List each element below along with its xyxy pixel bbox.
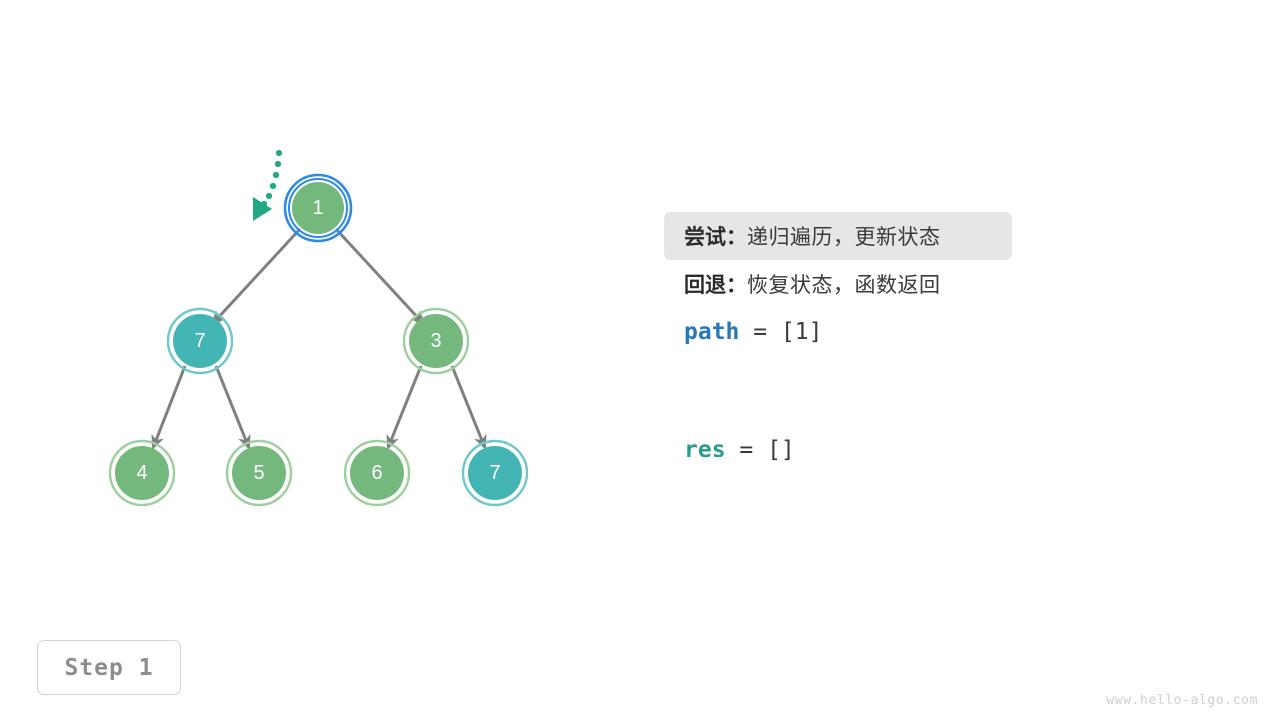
pointer-dot bbox=[275, 149, 283, 157]
res-variable-value: = [] bbox=[725, 437, 795, 463]
node-label: 5 bbox=[253, 462, 264, 484]
path-variable-line: path = [1] bbox=[664, 308, 1244, 356]
path-variable-value: = [1] bbox=[739, 319, 823, 345]
tree-node-1[interactable]: 1 bbox=[283, 173, 353, 243]
info-panel: 尝试： 递归遍历，更新状态 回退： 恢复状态，函数返回 path = [1] r… bbox=[664, 212, 1244, 474]
node-label: 4 bbox=[136, 462, 147, 484]
play-triangle-icon bbox=[253, 197, 272, 221]
backtrack-description: 恢复状态，函数返回 bbox=[747, 274, 941, 297]
tree-node-4[interactable]: 4 bbox=[108, 439, 176, 507]
tree-node-7-right[interactable]: 7 bbox=[461, 439, 529, 507]
pointer-dot bbox=[265, 192, 273, 200]
node-outer-ring bbox=[108, 439, 176, 507]
backtrack-line: 回退： 恢复状态，函数返回 bbox=[664, 260, 1244, 308]
node-label: 7 bbox=[489, 462, 500, 484]
node-fill bbox=[115, 446, 169, 500]
edge-7l-to-5 bbox=[214, 365, 251, 450]
edge-7l-to-4 bbox=[151, 365, 187, 450]
tree-diagram: 1 7 3 4 5 6 bbox=[108, 149, 529, 507]
node-fill bbox=[409, 314, 463, 368]
edge-1-to-7l bbox=[210, 227, 302, 326]
node-label: 3 bbox=[430, 330, 441, 352]
watermark: www.hello-algo.com bbox=[1106, 693, 1258, 708]
node-inner-ring bbox=[288, 178, 348, 238]
step-badge: Step 1 bbox=[37, 640, 181, 695]
node-outer-ring bbox=[461, 439, 529, 507]
node-outer-ring bbox=[343, 439, 411, 507]
node-outer-ring bbox=[225, 439, 293, 507]
tree-node-7-left[interactable]: 7 bbox=[166, 307, 234, 375]
node-fill bbox=[350, 446, 404, 500]
tree-node-6[interactable]: 6 bbox=[343, 439, 411, 507]
node-fill bbox=[292, 182, 344, 234]
pointer-dot bbox=[274, 160, 282, 168]
node-fill bbox=[468, 446, 522, 500]
tree-node-3[interactable]: 3 bbox=[402, 307, 470, 375]
try-label: 尝试： bbox=[684, 226, 747, 249]
tree-nodes: 1 7 3 4 5 6 bbox=[108, 173, 529, 507]
try-description: 递归遍历，更新状态 bbox=[747, 226, 941, 249]
backtrack-label: 回退： bbox=[684, 274, 747, 297]
node-outer-ring bbox=[402, 307, 470, 375]
tree-edges bbox=[151, 227, 487, 450]
node-label: 6 bbox=[371, 462, 382, 484]
spacer-line bbox=[664, 356, 1244, 426]
edge-3-to-6 bbox=[386, 365, 423, 450]
node-fill bbox=[232, 446, 286, 500]
edge-1-to-3 bbox=[334, 227, 426, 326]
node-active-ring bbox=[283, 173, 353, 243]
tree-node-5[interactable]: 5 bbox=[225, 439, 293, 507]
pointer-indicator bbox=[253, 149, 283, 221]
node-fill bbox=[173, 314, 227, 368]
edge-3-to-7r bbox=[450, 365, 487, 450]
try-line: 尝试： 递归遍历，更新状态 bbox=[664, 212, 1012, 260]
node-label: 7 bbox=[194, 330, 205, 352]
node-outer-ring bbox=[166, 307, 234, 375]
pointer-dot bbox=[269, 182, 277, 190]
res-variable-name: res bbox=[684, 437, 726, 463]
res-variable-line: res = [] bbox=[664, 426, 1244, 474]
path-variable-name: path bbox=[684, 319, 740, 345]
node-label: 1 bbox=[312, 197, 323, 219]
pointer-dot bbox=[272, 171, 280, 179]
